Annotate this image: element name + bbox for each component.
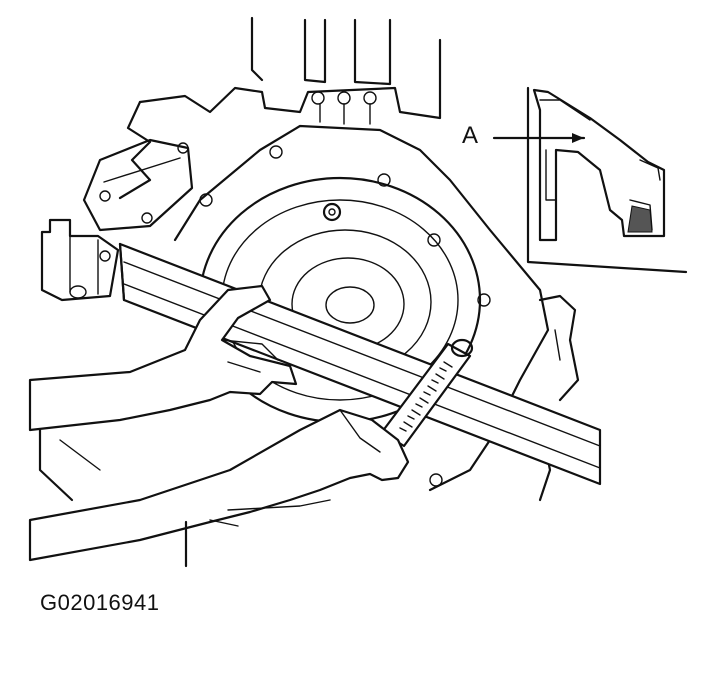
engine-block (82, 16, 442, 232)
left-hand (28, 284, 298, 432)
detail-inset (492, 86, 688, 274)
left-component (40, 218, 120, 302)
right-hand (28, 408, 410, 562)
figure-id: G02016941 (40, 590, 160, 615)
measuring-scale (380, 338, 474, 448)
detail-label: A (462, 122, 479, 149)
